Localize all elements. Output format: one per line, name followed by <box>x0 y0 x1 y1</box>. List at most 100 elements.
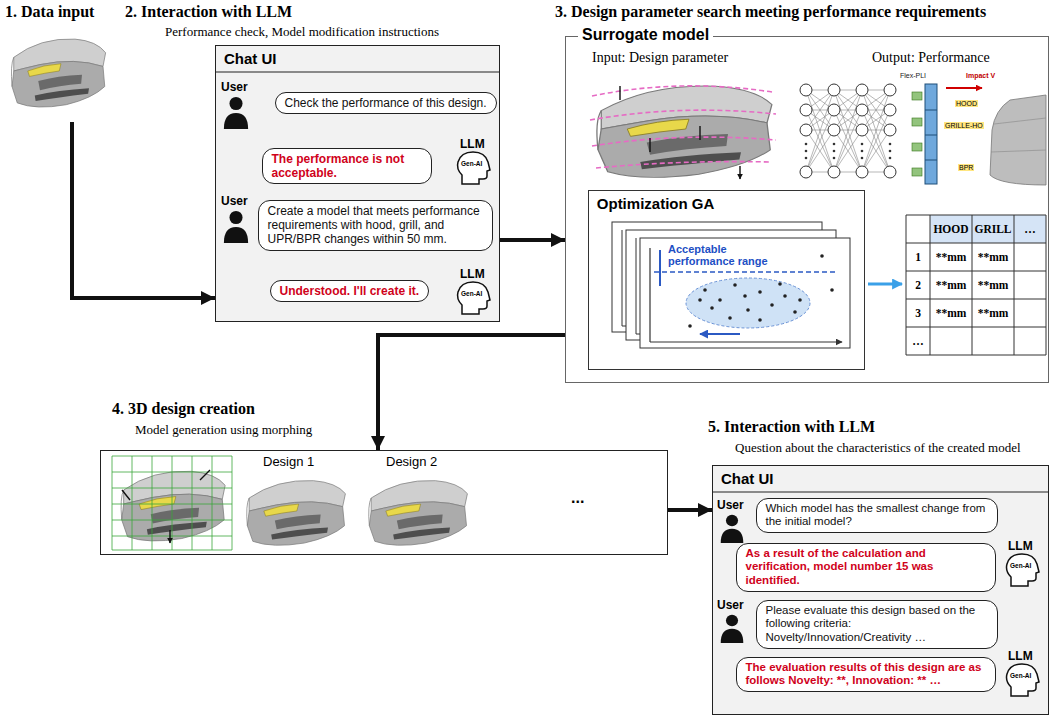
panel-title: Chat UI <box>721 470 774 487</box>
optimization-plot <box>718 298 722 302</box>
chat-panel-fill <box>712 492 1049 493</box>
section-subtitle: Performance check, Model modification in… <box>165 24 439 40</box>
optimization-plot <box>758 290 762 294</box>
performance-test-image <box>925 84 937 184</box>
chat-bubble: Which model has the smallest change from… <box>756 498 998 534</box>
optimization-plot <box>798 298 802 302</box>
surrogate-model-panel: Surrogate modelOptimization GA <box>565 36 1049 383</box>
llm-head-icon <box>458 152 491 184</box>
user-icon <box>721 615 744 643</box>
llm-head-icon <box>458 282 491 314</box>
icon-label: Gen-AI <box>1010 672 1031 679</box>
text-holder: Acceptable performance range <box>668 243 780 267</box>
neural-network-icon <box>889 150 892 153</box>
neural-network-icon <box>833 157 836 160</box>
text-holder: ... <box>571 489 584 507</box>
table-cell: **mm <box>936 279 967 291</box>
text-holder: Gen-AI <box>461 160 482 167</box>
text-holder: Model generation using morphing <box>135 422 312 438</box>
optimization-plot <box>640 238 850 348</box>
table-cell: **mm <box>978 251 1009 263</box>
neural-network-icon <box>805 150 808 153</box>
optimization-plot <box>698 298 702 302</box>
parameter-car-illustration <box>597 86 772 177</box>
flow-arrow <box>72 122 215 298</box>
neural-network-icon <box>800 166 812 178</box>
image-caption: Impact V <box>966 72 995 79</box>
morphing-car-illustration <box>112 456 232 550</box>
neural-network-icon <box>889 143 892 146</box>
neural-network-icon <box>800 84 896 178</box>
optimization-plot <box>733 283 737 287</box>
neural-network-icon <box>833 150 836 153</box>
section-heading: 3. Design parameter search meeting perfo… <box>555 3 986 21</box>
chat-bubble: Understood. I'll create it. <box>270 280 430 302</box>
input-car-illustration <box>11 39 105 107</box>
performance-test-image <box>912 92 922 100</box>
chat-panel: Chat UI Check the performance of this des… <box>215 45 500 322</box>
performance-test-image <box>990 95 1046 185</box>
image-caption: Flex-PLI <box>900 72 926 79</box>
text-holder: **mm <box>930 243 972 271</box>
icon-label: Gen-AI <box>461 290 482 297</box>
optimization-plot <box>686 278 810 328</box>
section-subtitle: Model generation using morphing <box>135 422 312 438</box>
chat-message: Check the performance of this design. <box>285 96 487 110</box>
panel-title: Chat UI <box>224 50 277 67</box>
text-holder: BPR <box>958 164 974 171</box>
table-cell: 1 <box>915 251 921 263</box>
text-holder: **mm <box>972 243 1014 271</box>
table-cell: 3 <box>915 307 921 319</box>
section-heading: 1. Data input <box>5 3 94 21</box>
user-icon <box>721 515 744 543</box>
design-car-illustration <box>247 481 468 546</box>
text-holder: User <box>717 598 744 612</box>
section-heading: 2. Interaction with LLM <box>125 3 292 21</box>
text-holder: … <box>1014 215 1046 243</box>
speaker-label: LLM <box>1008 539 1033 553</box>
result-table-grid <box>906 215 1046 355</box>
speaker-label: LLM <box>460 137 485 151</box>
chat-panel-fill <box>215 45 1049 715</box>
chat-bubble: As a result of the calculation and verif… <box>736 543 996 592</box>
text-holder: GRILL <box>972 215 1014 243</box>
llm-head-icon <box>1007 554 1040 586</box>
chat-bubble: The performance is not acceptable. <box>262 148 432 185</box>
neural-network-icon <box>800 104 812 116</box>
neural-network-icon <box>861 157 864 160</box>
speaker-label: User <box>717 498 744 512</box>
section-group: 1. Data input <box>4 2 116 122</box>
flow-arrow <box>500 238 565 242</box>
optimization-plot <box>743 294 747 298</box>
text-holder: LLM <box>1008 649 1033 663</box>
chat-panel-fill <box>215 72 500 73</box>
speaker-label: LLM <box>460 267 485 281</box>
optimization-plot <box>654 271 838 273</box>
text-holder: HOOD <box>930 215 972 243</box>
neural-network-icon <box>861 143 864 146</box>
chat-message: Create a model that meets performance re… <box>268 204 483 247</box>
design-panel: Design 1Design 2... <box>100 450 668 555</box>
neural-network-icon <box>884 84 896 96</box>
parameter-car-illustration <box>620 86 740 179</box>
optimization-plot <box>778 282 782 286</box>
result-table-grid <box>930 215 1046 243</box>
performance-test-image <box>912 84 1046 185</box>
optimization-plot <box>710 306 714 310</box>
optimization-plot <box>728 316 732 320</box>
design-car-illustration <box>247 481 346 546</box>
text-holder: **mm <box>930 271 972 299</box>
text-holder: 3 <box>906 299 930 327</box>
chat-message: Which model has the smallest change from… <box>766 502 988 530</box>
text-holder: Surrogate model <box>578 26 713 44</box>
speaker-label: LLM <box>1008 649 1033 663</box>
design-caption: Design 1 <box>263 454 314 469</box>
chat-bubble: Please evaluate this design based on the… <box>756 600 998 649</box>
chat-panel-fill <box>712 465 1049 715</box>
text-holder: **mm <box>972 271 1014 299</box>
text-holder: Gen-AI <box>1010 672 1031 679</box>
result-table-grid <box>906 215 1046 355</box>
optimization-plot <box>770 303 774 307</box>
text-holder: 1 <box>906 243 930 271</box>
